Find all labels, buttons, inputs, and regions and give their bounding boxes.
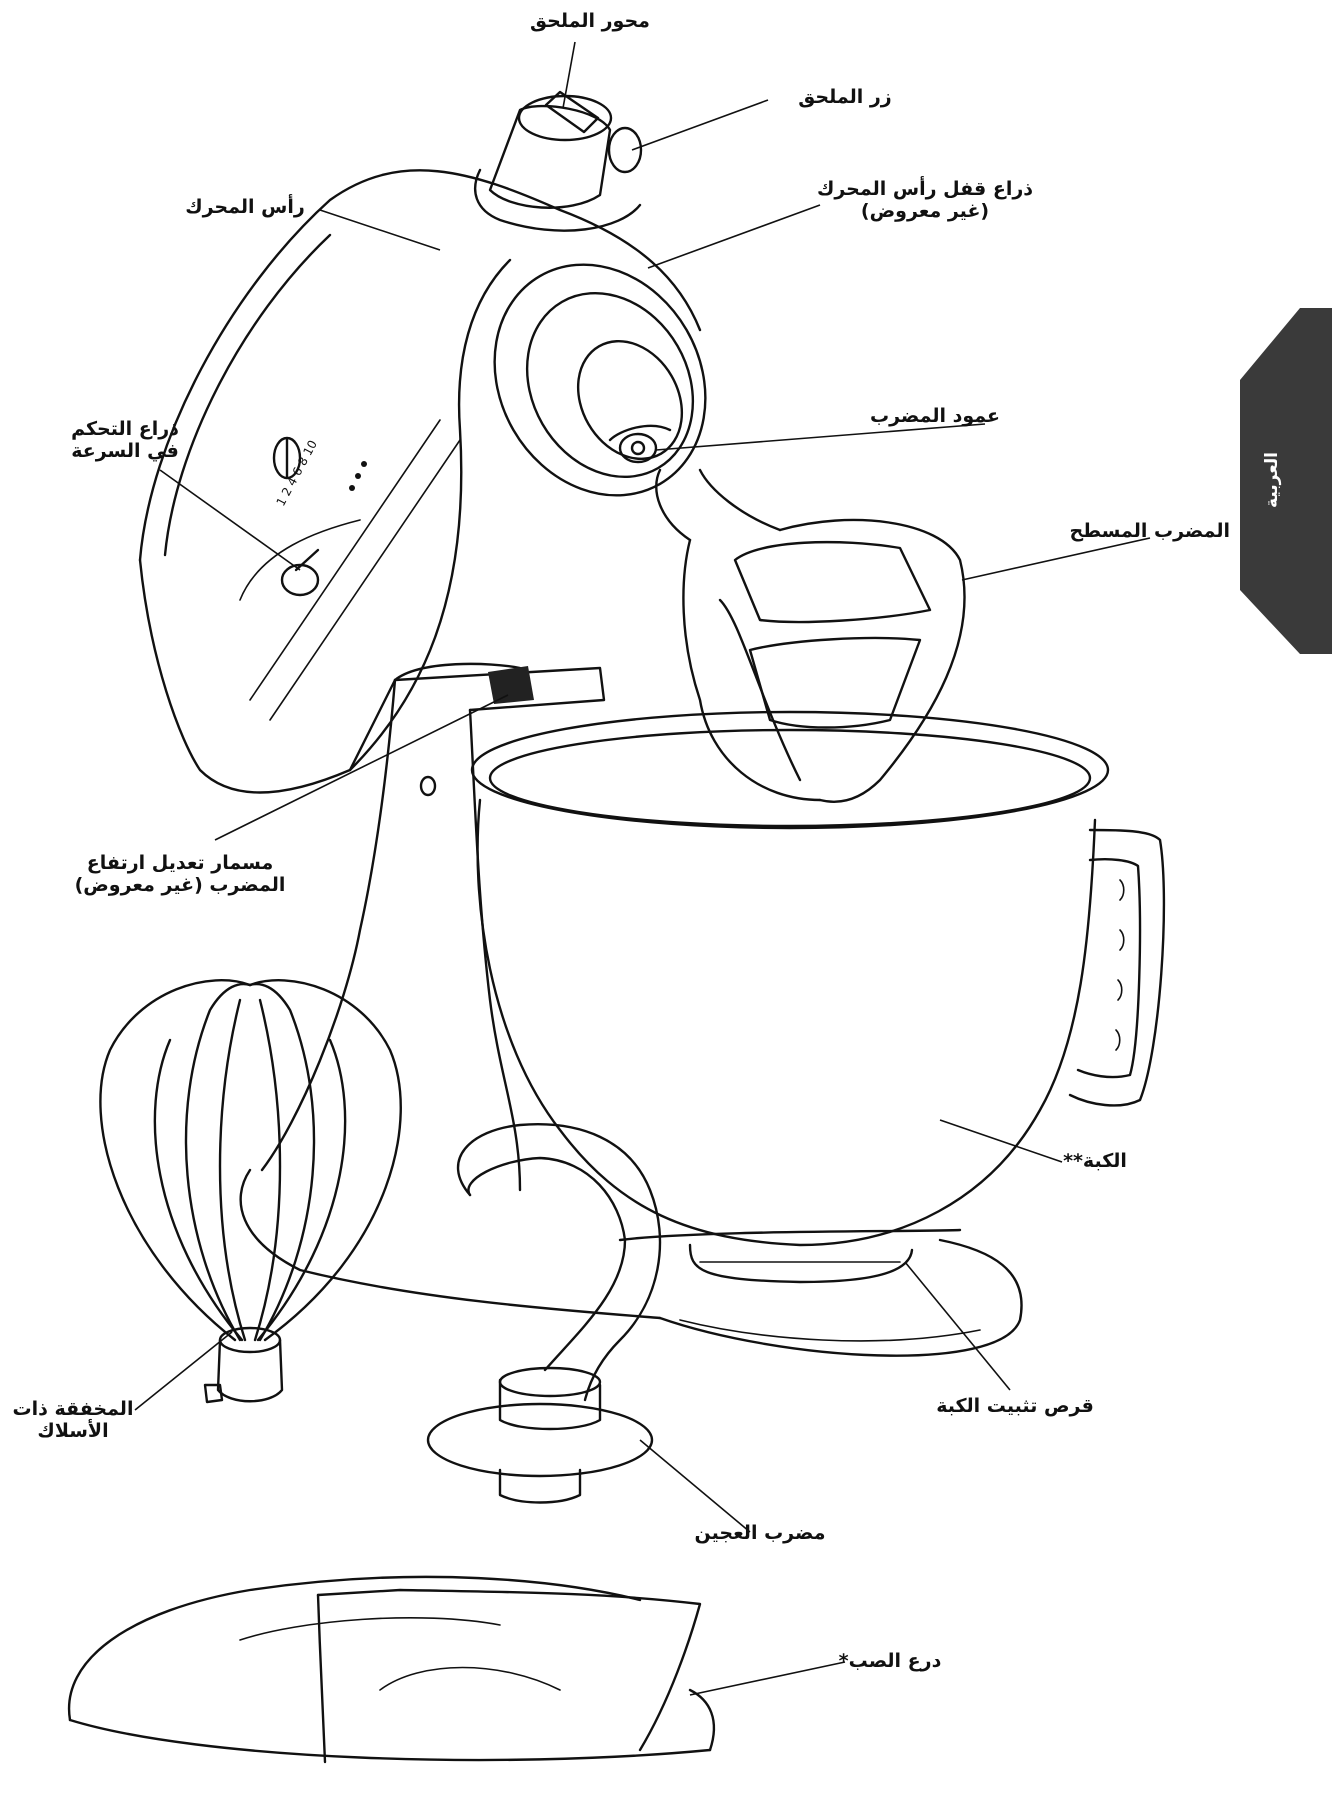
label-wire-whip: المخفقة ذات الأسلاك bbox=[8, 1398, 138, 1442]
flat-beater bbox=[655, 468, 966, 803]
motor-head bbox=[138, 90, 707, 794]
label-pouring-shield-text: درع الصب* bbox=[838, 1650, 942, 1672]
label-bowl-text: الكبة** bbox=[1063, 1150, 1127, 1172]
pouring-shield bbox=[67, 1575, 716, 1764]
label-clamp-text: قرص تثبيت الكبة bbox=[936, 1395, 1094, 1417]
mixer-stand bbox=[239, 662, 1023, 1357]
label-attachment-hub-text: محور الملحق bbox=[530, 10, 650, 32]
label-dough-hook: مضرب العجين bbox=[685, 1522, 835, 1544]
label-attachment-knob: زر الملحق bbox=[790, 86, 900, 108]
language-tab-shape bbox=[1240, 308, 1332, 654]
label-height-line2: المضرب (غير معروض) bbox=[74, 874, 286, 896]
label-whip-line2: الأسلاك bbox=[37, 1420, 109, 1442]
wire-whip bbox=[99, 979, 402, 1404]
label-bowl: الكبة** bbox=[1050, 1150, 1140, 1172]
label-motor-head-text: رأس المحرك bbox=[185, 196, 305, 218]
label-flat-beater-text: المضرب المسطح bbox=[1069, 520, 1230, 542]
label-lock-lever-line1: ذراع قفل رأس المحرك bbox=[816, 178, 1034, 200]
label-lock-lever-line2: (غير معروض) bbox=[860, 200, 990, 222]
label-whip-line1: المخفقة ذات bbox=[12, 1398, 134, 1420]
mixing-bowl bbox=[470, 710, 1166, 1284]
label-beater-height-screw: مسمار تعديل ارتفاع المضرب (غير معروض) bbox=[55, 852, 305, 896]
label-motor-head: رأس المحرك bbox=[175, 196, 315, 218]
label-dough-hook-text: مضرب العجين bbox=[694, 1522, 826, 1544]
label-speed-control-lever: ذراع التحكم في السرعة bbox=[55, 418, 195, 462]
label-attachment-knob-text: زر الملحق bbox=[798, 86, 892, 108]
label-attachment-hub: محور الملحق bbox=[520, 10, 660, 32]
dough-hook bbox=[426, 1123, 662, 1504]
label-pouring-shield: درع الصب* bbox=[825, 1650, 955, 1672]
leader-lines bbox=[134, 41, 1151, 1696]
label-bowl-clamping-plate: قرص تثبيت الكبة bbox=[920, 1395, 1110, 1417]
label-speed-line2: في السرعة bbox=[71, 440, 179, 462]
label-speed-line1: ذراع التحكم bbox=[71, 418, 179, 440]
label-beater-shaft-text: عمود المضرب bbox=[869, 405, 1000, 427]
language-tab-label: العربية bbox=[1262, 452, 1282, 509]
label-height-line1: مسمار تعديل ارتفاع bbox=[86, 852, 274, 874]
label-beater-shaft: عمود المضرب bbox=[860, 405, 1010, 427]
label-motor-head-lock-lever: ذراع قفل رأس المحرك (غير معروض) bbox=[815, 178, 1035, 222]
label-flat-beater: المضرب المسطح bbox=[1069, 520, 1230, 542]
